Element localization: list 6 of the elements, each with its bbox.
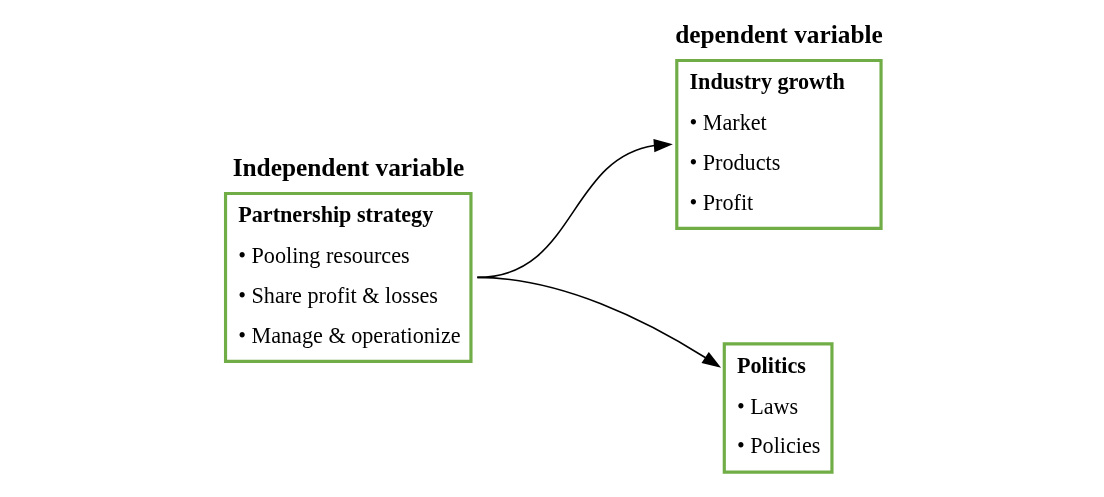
node-box: Partnership strategy • Pooling resources • Share profit & losses • Manage & operationize (223, 191, 473, 363)
node-label: Independent variable (232, 152, 464, 181)
node-box: Politics • Laws • Policies (722, 342, 834, 474)
node-label: dependent variable (674, 19, 883, 48)
arrow (476, 276, 721, 368)
node-box: Industry growth • Market • Products • Profit (674, 58, 883, 230)
